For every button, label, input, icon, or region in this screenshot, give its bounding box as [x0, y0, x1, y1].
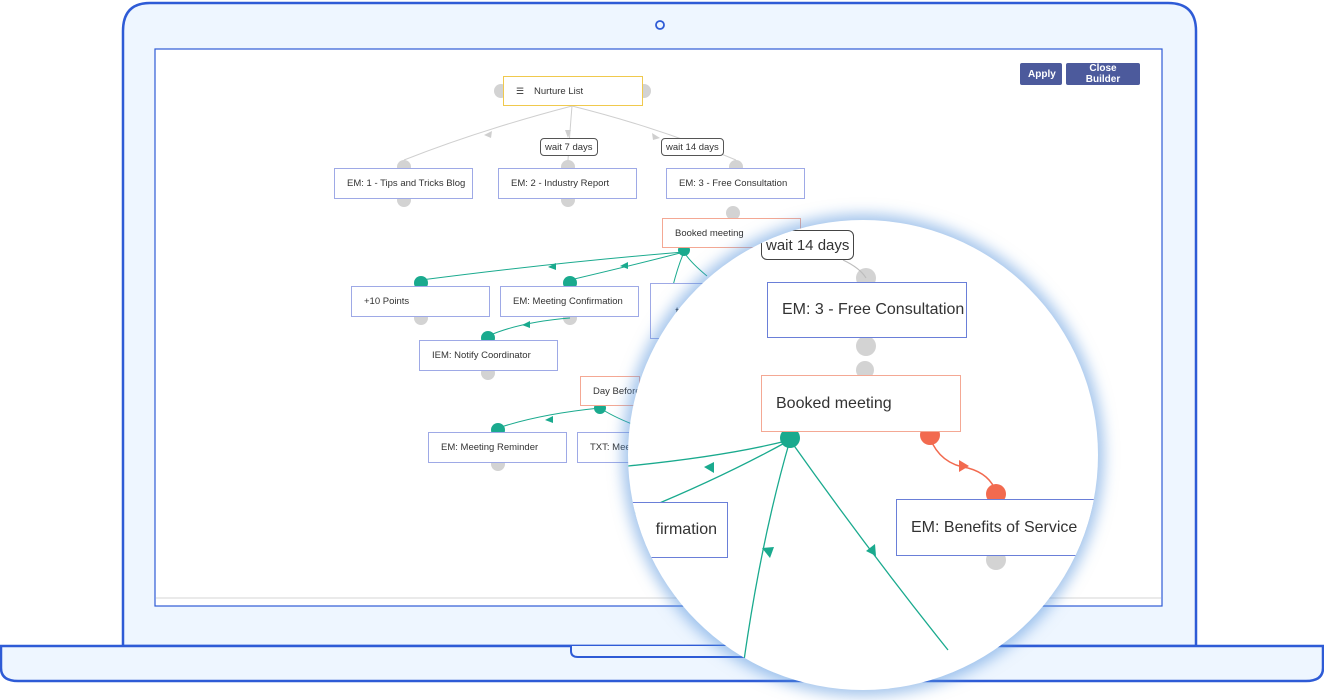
day-before-node[interactable]: Day Before	[580, 376, 640, 406]
text-message-node[interactable]: TXT: Meet	[577, 432, 637, 463]
email-node-label: EM: 2 - Industry Report	[511, 178, 610, 189]
email-node-label: EM: Meeting Confirmation	[513, 296, 623, 307]
magnified-email-label: EM: 3 - Free Consultation	[782, 301, 965, 318]
nurture-list-node[interactable]: ☰ Nurture List	[503, 76, 643, 106]
magnified-email-benefits-of-service[interactable]: EM: Benefits of Service	[896, 499, 1096, 556]
email-node-label: EM: 1 - Tips and Tricks Blog	[347, 178, 466, 189]
condition-label: Day Before	[593, 385, 640, 397]
internal-email-notify-coordinator[interactable]: IEM: Notify Coordinator	[419, 340, 558, 371]
close-builder-button[interactable]: Close Builder	[1066, 63, 1140, 85]
magnified-booked-meeting[interactable]: Booked meeting	[761, 375, 961, 432]
condition-label: Booked meeting	[675, 227, 744, 239]
magnified-condition-label: Booked meeting	[776, 394, 892, 412]
text-message-label: TXT: Meet	[590, 442, 634, 453]
email-node-label: EM: Meeting Reminder	[441, 442, 539, 453]
list-icon: ☰	[516, 85, 525, 96]
magnified-email-label: EM: Benefits of Service	[911, 518, 1078, 536]
apply-button[interactable]: Apply	[1020, 63, 1062, 85]
points-action-node[interactable]: +10 Points	[351, 286, 490, 317]
email-node-industry-report[interactable]: EM: 2 - Industry Report	[498, 168, 637, 199]
email-node-label: EM: 3 - Free Consultation	[679, 178, 788, 189]
email-node-tips-and-tricks[interactable]: EM: 1 - Tips and Tricks Blog	[334, 168, 473, 199]
camera-icon	[655, 20, 665, 30]
wait-7-days-label: wait 7 days	[540, 138, 598, 156]
nurture-list-label: Nurture List	[534, 85, 584, 97]
internal-email-label: IEM: Notify Coordinator	[432, 350, 531, 361]
magnified-wait-label: wait 14 days	[761, 230, 855, 260]
magnified-email-free-consultation[interactable]: EM: 3 - Free Consultation	[767, 282, 967, 338]
magnified-email-label: firmation	[655, 521, 717, 538]
wait-14-days-label: wait 14 days	[661, 138, 724, 156]
email-node-meeting-reminder[interactable]: EM: Meeting Reminder	[428, 432, 567, 463]
email-node-meeting-confirmation[interactable]: EM: Meeting Confirmation	[500, 286, 639, 317]
email-node-free-consultation[interactable]: EM: 3 - Free Consultation	[666, 168, 805, 199]
magnifier-lens: wait 14 days EM: 3 - Free Consultation B…	[628, 220, 1098, 690]
action-label: +10 Points	[364, 296, 410, 307]
magnified-email-meeting-confirmation[interactable]: firmation	[628, 502, 728, 558]
